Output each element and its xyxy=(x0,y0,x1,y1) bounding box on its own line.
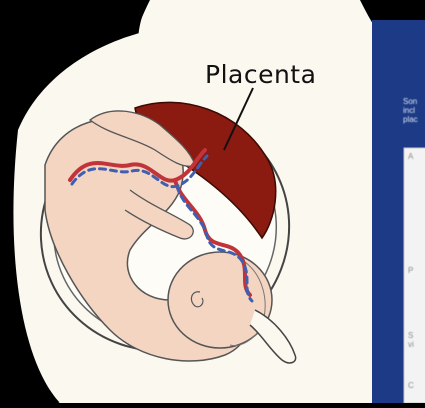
card-line-5: C xyxy=(408,381,414,390)
panel-header-line-1: Son xyxy=(403,97,417,106)
side-panel-card xyxy=(404,148,425,403)
card-line-1: A xyxy=(408,152,413,161)
placenta-label: Placenta xyxy=(205,60,316,89)
card-line-3: S xyxy=(408,331,413,340)
card-line-4: vi xyxy=(408,340,414,349)
card-line-2: P xyxy=(408,266,413,275)
panel-header-line-3: plac xyxy=(403,115,418,124)
panel-header-line-2: incl xyxy=(403,106,415,115)
